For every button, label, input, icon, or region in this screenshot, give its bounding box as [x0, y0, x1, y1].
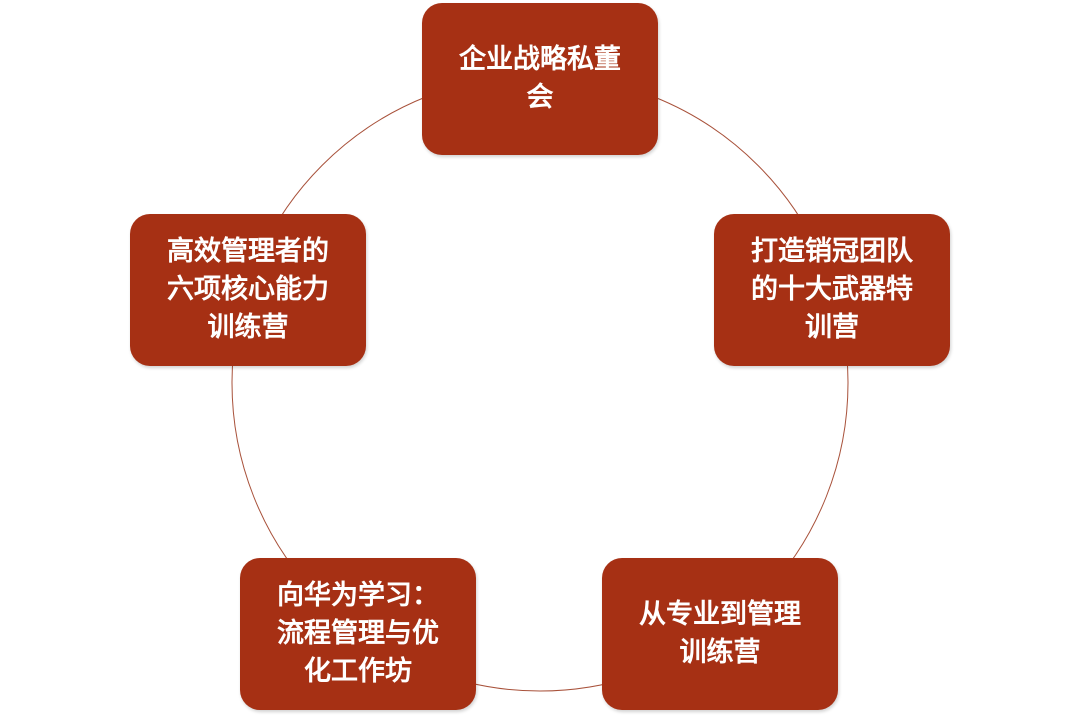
node-huawei-process-workshop: 向华为学习： 流程管理与优 化工作坊 — [240, 558, 476, 710]
node-label: 打造销冠团队 的十大武器特 训营 — [751, 236, 913, 343]
node-corporate-strategy-private-board: 企业战略私董 会 — [422, 3, 658, 155]
node-label: 企业战略私董 会 — [459, 44, 621, 113]
node-professional-to-manager-camp: 从专业到管理 训练营 — [602, 558, 838, 710]
node-label: 向华为学习： 流程管理与优 化工作坊 — [277, 580, 439, 687]
node-label: 从专业到管理 训练营 — [639, 599, 801, 668]
node-top-sales-team-bootcamp: 打造销冠团队 的十大武器特 训营 — [714, 214, 950, 366]
node-label: 高效管理者的 六项核心能力 训练营 — [167, 236, 329, 343]
node-effective-manager-camp: 高效管理者的 六项核心能力 训练营 — [130, 214, 366, 366]
